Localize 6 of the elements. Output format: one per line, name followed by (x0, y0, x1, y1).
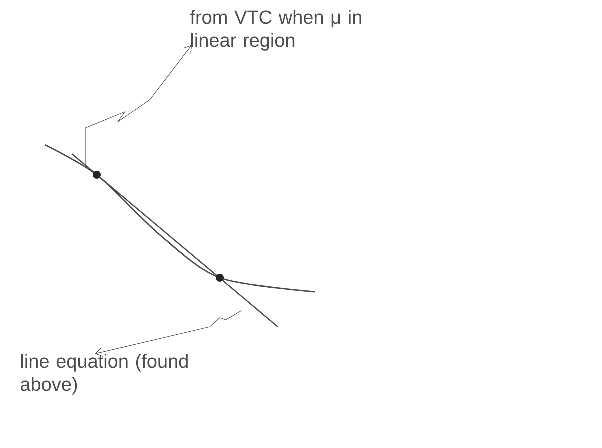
leader-arrow (95, 310, 242, 357)
handwritten-note: line equation (found above) (21, 354, 188, 395)
leader-arrow (86, 45, 192, 168)
curve (44, 144, 316, 293)
straight-line (72, 154, 278, 328)
handwritten-note: from VTC when μ in linear region (190, 10, 362, 51)
